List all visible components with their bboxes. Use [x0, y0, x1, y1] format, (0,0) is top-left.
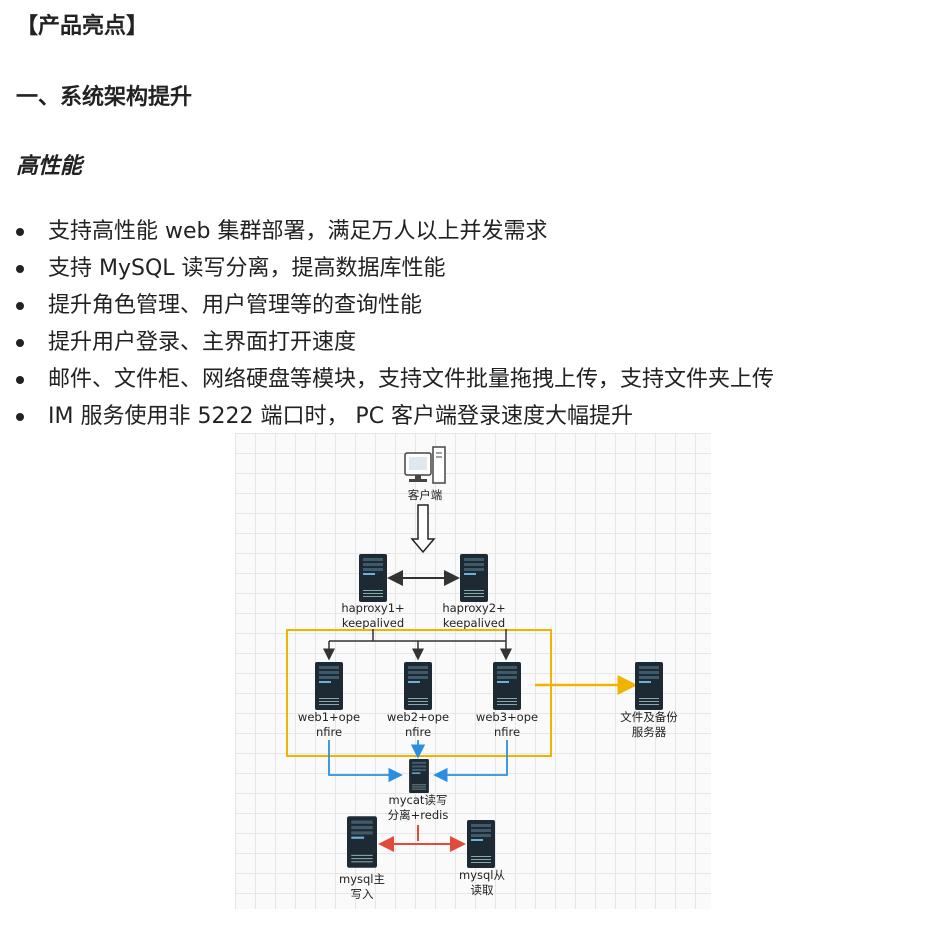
list-item: 提升角色管理、用户管理等的查询性能 [0, 287, 774, 324]
bullet-icon [16, 228, 24, 236]
high-performance-heading: 高性能 [16, 154, 83, 179]
mysql-slave-label-line1: mysql从 [459, 868, 505, 882]
web3-label-line2: nfire [494, 725, 520, 739]
list-item: 支持 MySQL 读写分离，提高数据库性能 [0, 250, 774, 287]
haproxy2-server-icon [460, 554, 488, 602]
mysql-master-label-line1: mysql主 [339, 872, 385, 886]
list-item-text: 邮件、文件柜、网络硬盘等模块，支持文件批量拖拽上传，支持文件夹上传 [48, 367, 775, 392]
mysql-master-label-line2: 写入 [351, 887, 374, 901]
client-computer-icon [404, 446, 446, 484]
web1-label-line2: nfire [316, 725, 342, 739]
bullet-icon [16, 339, 24, 347]
list-item: 提升用户登录、主界面打开速度 [0, 324, 774, 361]
mysql-master-server-icon [347, 816, 377, 868]
mycat-server-icon [409, 759, 429, 793]
mycat-label-line2: 分离+redis [388, 808, 449, 822]
haproxy2-label-line1: haproxy2+ [442, 601, 505, 615]
list-item-text: IM 服务使用非 5222 端口时， PC 客户端登录速度大幅提升 [48, 404, 634, 429]
haproxy1-label-line1: haproxy1+ [341, 601, 404, 615]
mycat-label-line1: mycat读写 [389, 793, 448, 807]
haproxy1-server-icon [359, 554, 387, 602]
bullet-icon [16, 265, 24, 273]
haproxy1-label-line2: keepalived [342, 616, 404, 630]
section-bracket-heading: 【产品亮点】 [16, 14, 149, 39]
file-server-icon [635, 662, 663, 710]
web2-label-line1: web2+ope [387, 710, 449, 724]
list-item-text: 提升角色管理、用户管理等的查询性能 [48, 293, 423, 318]
web3-label-line1: web3+ope [476, 710, 538, 724]
architecture-diagram: 客户端 haproxy1+ keepalived haproxy2+ keepa… [235, 433, 711, 909]
file-server-label-line2: 服务器 [632, 725, 667, 739]
web3-to-mycat-link [433, 740, 508, 783]
mysql-slave-label-line2: 读取 [471, 883, 494, 897]
list-item: 支持高性能 web 集群部署，满足万人以上并发需求 [0, 213, 774, 250]
system-architecture-heading: 一、系统架构提升 [16, 85, 193, 110]
list-item: 邮件、文件柜、网络硬盘等模块，支持文件批量拖拽上传，支持文件夹上传 [0, 361, 774, 398]
file-server-label-line1: 文件及备份 [620, 710, 678, 724]
web1-label-line1: web1+ope [298, 710, 360, 724]
web3-server-icon [493, 662, 521, 710]
web1-to-mycat-link [328, 740, 403, 783]
list-item: IM 服务使用非 5222 端口时， PC 客户端登录速度大幅提升 [0, 398, 774, 435]
web1-server-icon [315, 662, 343, 710]
bullet-icon [16, 376, 24, 384]
list-item-text: 提升用户登录、主界面打开速度 [48, 330, 357, 355]
web2-label-line2: nfire [405, 725, 431, 739]
client-label: 客户端 [408, 488, 443, 502]
haproxy2-label-line2: keepalived [443, 616, 505, 630]
bullet-icon [16, 413, 24, 421]
feature-list: 支持高性能 web 集群部署，满足万人以上并发需求 支持 MySQL 读写分离，… [0, 213, 774, 435]
mysql-slave-server-icon [467, 820, 495, 868]
list-item-text: 支持高性能 web 集群部署，满足万人以上并发需求 [48, 219, 548, 244]
architecture-diagram-svg: 客户端 haproxy1+ keepalived haproxy2+ keepa… [286, 446, 678, 901]
bullet-icon [16, 302, 24, 310]
web2-server-icon [404, 662, 432, 710]
list-item-text: 支持 MySQL 读写分离，提高数据库性能 [48, 256, 446, 281]
down-arrow-icon [410, 504, 436, 554]
